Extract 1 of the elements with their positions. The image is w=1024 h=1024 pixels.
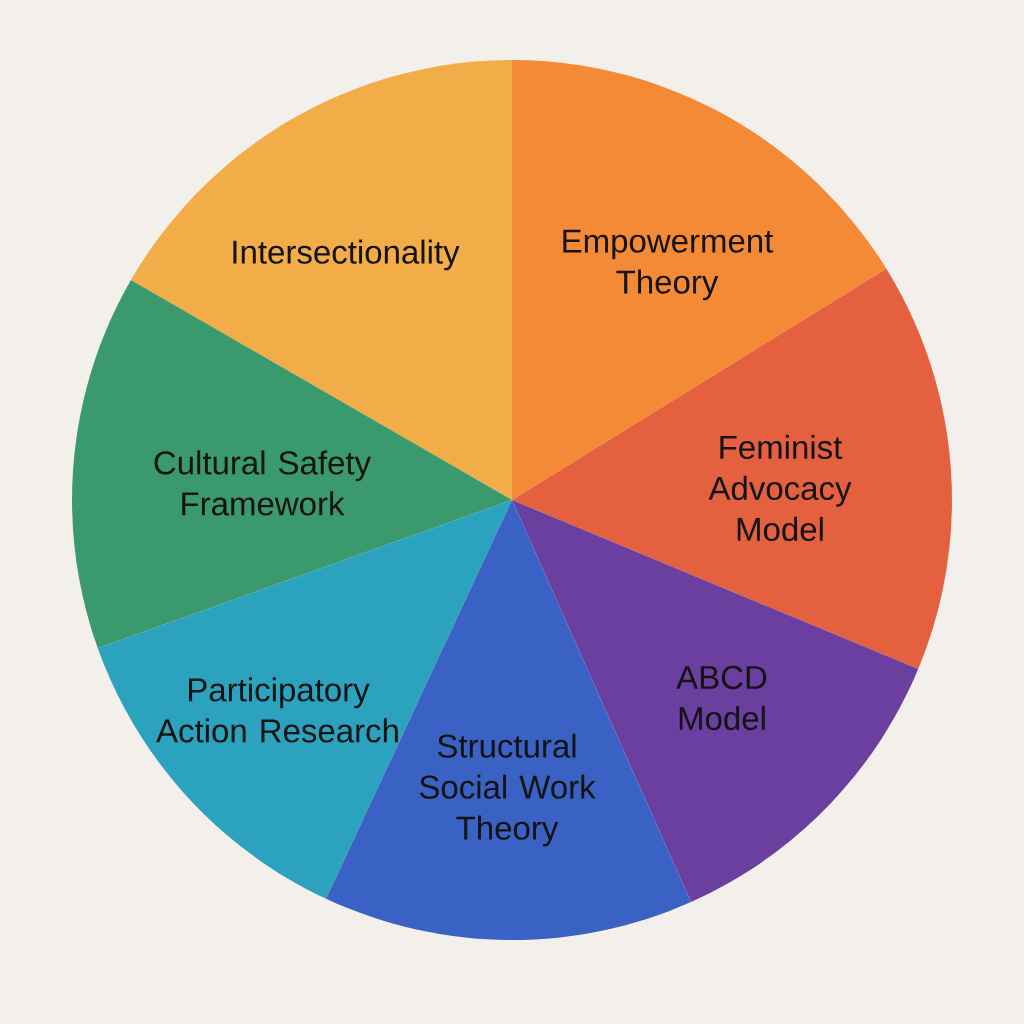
pie-segment: Cultural Safety Framework — [72, 280, 512, 649]
